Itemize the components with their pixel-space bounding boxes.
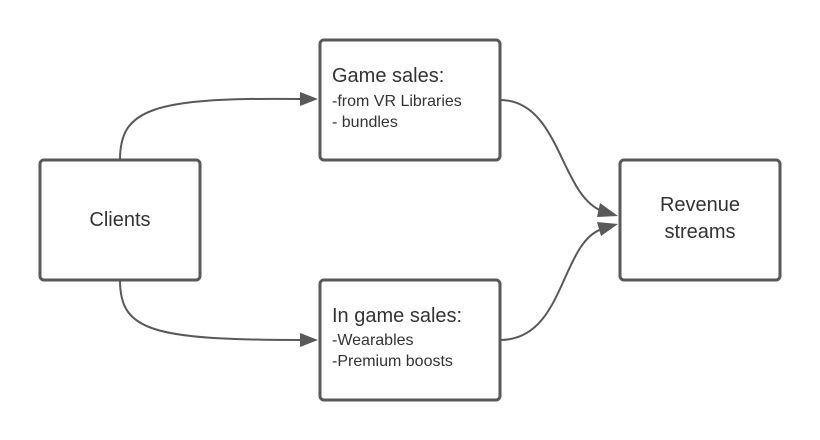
arrowhead-icon [597,203,618,217]
arrowhead-icon [597,222,618,236]
arrowhead-icon [300,92,318,106]
arrowhead-icon [300,333,318,347]
edge-in-game-sales-to-revenue [499,222,618,341]
node-revenue-label-line1: Revenue [660,194,740,216]
node-in-game-sales-title: In game sales: [332,305,462,327]
edge-clients-to-in-game-sales [119,279,318,347]
edge-clients-to-game-sales [119,92,318,161]
node-in-game-sales: In game sales: -Wearables -Premium boost… [318,278,502,402]
node-game-sales-line: -from VR Libraries [332,93,462,110]
edge-game-sales-to-revenue [499,99,618,217]
node-game-sales-title: Game sales: [332,65,444,87]
node-revenue-streams: Revenue streams [618,158,782,282]
node-in-game-sales-line: -Premium boosts [332,353,453,370]
node-game-sales: Game sales: -from VR Libraries - bundles [318,38,502,162]
node-clients-label: Clients [89,209,150,231]
node-revenue-label-line2: streams [664,221,735,243]
node-clients: Clients [38,158,202,282]
node-in-game-sales-line: -Wearables [332,332,414,349]
node-game-sales-line: - bundles [332,114,398,131]
